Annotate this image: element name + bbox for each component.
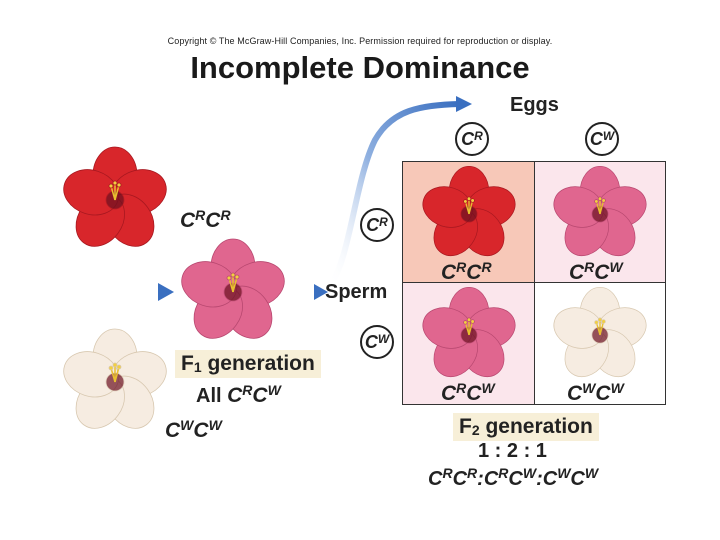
pink-flower	[416, 286, 522, 385]
egg-allele-r: CR	[455, 122, 489, 156]
f2-genotype-ratio: CRCR:CRCW:CWCW	[428, 465, 599, 490]
punnett-cell-ww: CWCW	[535, 283, 665, 404]
white-flower	[547, 286, 653, 385]
red-parent-flower	[57, 146, 173, 257]
white-parent-flower	[57, 328, 173, 439]
sperm-allele-w: CW	[360, 325, 394, 359]
sperm-label: Sperm	[325, 281, 388, 303]
egg-arrowhead	[456, 96, 472, 112]
sperm-allele-r: CR	[360, 208, 394, 242]
punnett-genotype-rw-bottom: CRCW	[441, 380, 495, 405]
f1-pink-flower	[175, 238, 291, 349]
egg-curve-arrow	[327, 101, 461, 287]
white-parent-genotype: CWCW	[165, 417, 222, 442]
egg-allele-w: CW	[585, 122, 619, 156]
pink-flower	[547, 165, 653, 264]
eggs-label: Eggs	[510, 94, 559, 116]
sperm-arrowhead	[314, 284, 328, 300]
punnett-genotype-rr: CRCR	[441, 259, 492, 284]
f1-arrowhead	[158, 283, 174, 301]
f2-generation-label: F2 generation	[453, 413, 599, 441]
punnett-cell-rw-top: CRCW	[535, 162, 665, 283]
red-parent-genotype: CRCR	[180, 207, 231, 232]
red-flower	[416, 165, 522, 264]
page-title: Incomplete Dominance	[190, 50, 530, 85]
f1-generation-label: F1 generation	[175, 350, 321, 378]
punnett-genotype-rw-top: CRCW	[569, 259, 623, 284]
f2-ratio: 1 : 2 : 1	[478, 440, 547, 462]
f1-all-genotype: All CRCW	[196, 382, 281, 407]
punnett-cell-rr: CRCR	[403, 162, 535, 283]
copyright-notice: Copyright © The McGraw-Hill Companies, I…	[167, 36, 553, 46]
punnett-square: CRCR CRCW CRCW CWCW	[402, 161, 666, 405]
punnett-genotype-ww: CWCW	[567, 380, 624, 405]
punnett-cell-rw-bottom: CRCW	[403, 283, 535, 404]
